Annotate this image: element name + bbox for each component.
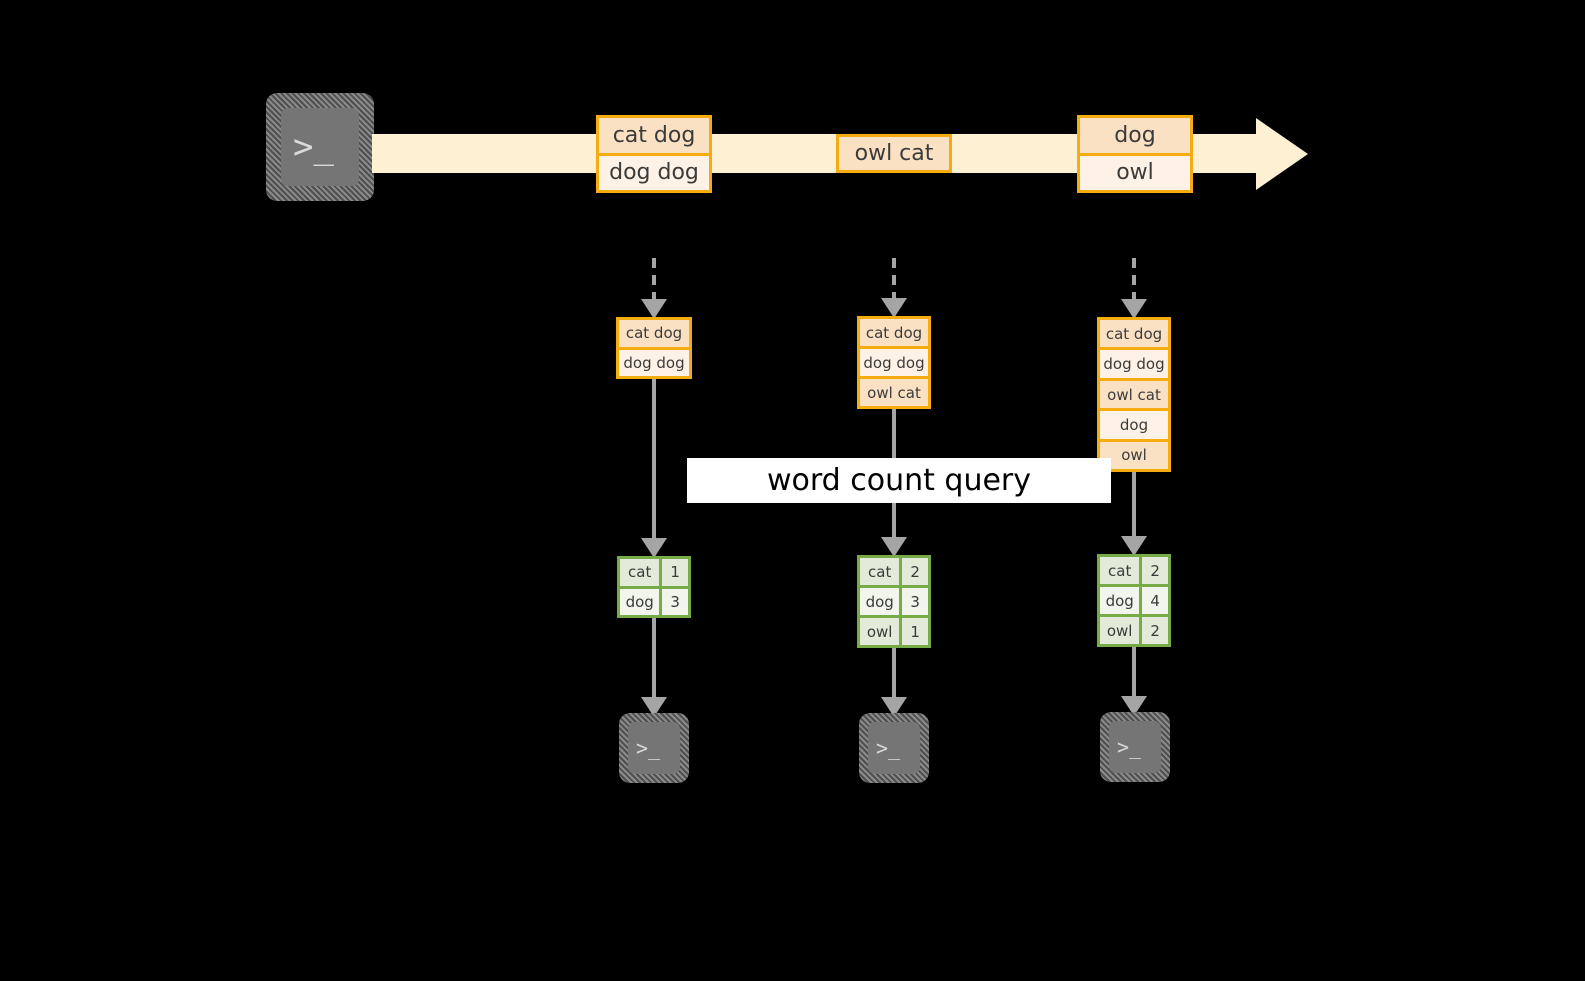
snapshot-input-row: dog bbox=[1100, 411, 1168, 442]
stream-tap-arrow-3-line bbox=[1132, 258, 1136, 299]
terminal-body: >_ bbox=[1109, 721, 1161, 773]
count-word-cell: dog bbox=[1100, 587, 1143, 614]
count-word-cell: cat bbox=[860, 558, 903, 585]
query-arrow-1-head bbox=[641, 538, 667, 558]
terminal-body: >_ bbox=[281, 108, 359, 186]
stream-tap-arrow-3-head bbox=[1121, 299, 1147, 319]
count-value-cell: 2 bbox=[902, 558, 928, 585]
sink-arrow-1-line bbox=[652, 618, 656, 697]
terminal-prompt-glyph: >_ bbox=[636, 736, 661, 760]
snapshot-input-row: owl cat bbox=[1100, 380, 1168, 412]
snapshot-t1-sink-terminal-icon: >_ bbox=[619, 713, 689, 783]
query-arrow-1-line bbox=[652, 379, 656, 538]
snapshot-input-row: dog dog bbox=[860, 349, 928, 379]
snapshot-input-row: owl bbox=[1100, 441, 1168, 470]
stream-tap-arrow-2-line bbox=[892, 258, 896, 298]
snapshot-input-row: dog dog bbox=[1100, 350, 1168, 381]
stream-record-line: dog dog bbox=[599, 155, 709, 190]
terminal-body: >_ bbox=[628, 722, 680, 774]
stream-record-group-2: owl cat bbox=[836, 134, 952, 173]
count-value-cell: 1 bbox=[662, 559, 688, 586]
snapshot-input-row: cat dog bbox=[860, 319, 928, 349]
count-word-cell: dog bbox=[620, 588, 663, 615]
count-value-cell: 2 bbox=[1142, 617, 1168, 644]
count-value-cell: 4 bbox=[1142, 587, 1168, 614]
sink-arrow-1-head bbox=[641, 697, 667, 717]
query-label-band: word count query bbox=[687, 458, 1111, 503]
sink-arrow-3-head bbox=[1121, 696, 1147, 716]
source-terminal-icon: >_ bbox=[266, 93, 374, 201]
stream-record-line: cat dog bbox=[599, 118, 709, 156]
query-arrow-2-head bbox=[881, 537, 907, 557]
stream-record-line: owl cat bbox=[839, 137, 949, 170]
stream-tap-arrow-1-line bbox=[652, 258, 656, 299]
query-arrow-3-line bbox=[1132, 472, 1136, 536]
count-word-cell: owl bbox=[1100, 617, 1143, 644]
stream-tap-arrow-2-head bbox=[881, 298, 907, 318]
sink-arrow-2-head bbox=[881, 697, 907, 717]
stream-tap-arrow-1-head bbox=[641, 299, 667, 319]
snapshot-t2-sink-terminal-icon: >_ bbox=[859, 713, 929, 783]
terminal-prompt-glyph: >_ bbox=[1117, 735, 1142, 759]
count-value-cell: 3 bbox=[902, 588, 928, 615]
count-value-cell: 3 bbox=[662, 588, 688, 615]
sink-arrow-3-line bbox=[1132, 647, 1136, 696]
snapshot-input-row: cat dog bbox=[1100, 320, 1168, 351]
query-arrow-3-head bbox=[1121, 536, 1147, 556]
snapshot-input-row: owl cat bbox=[860, 379, 928, 406]
stream-record-line: dog bbox=[1080, 118, 1190, 156]
count-value-cell: 2 bbox=[1142, 557, 1168, 584]
count-value-cell: 1 bbox=[902, 618, 928, 645]
terminal-prompt-glyph: >_ bbox=[876, 736, 901, 760]
count-word-cell: cat bbox=[620, 559, 663, 586]
snapshot-input-row: cat dog bbox=[619, 320, 689, 350]
stream-record-line: owl bbox=[1080, 155, 1190, 190]
stream-arrow-head bbox=[1256, 117, 1308, 190]
terminal-body: >_ bbox=[868, 722, 920, 774]
count-word-cell: cat bbox=[1100, 557, 1143, 584]
terminal-prompt-glyph: >_ bbox=[293, 127, 334, 167]
snapshot-t3-sink-terminal-icon: >_ bbox=[1100, 712, 1170, 782]
snapshot-input-row: dog dog bbox=[619, 349, 689, 376]
sink-arrow-2-line bbox=[892, 648, 896, 697]
count-word-cell: dog bbox=[860, 588, 903, 615]
count-word-cell: owl bbox=[860, 618, 903, 645]
